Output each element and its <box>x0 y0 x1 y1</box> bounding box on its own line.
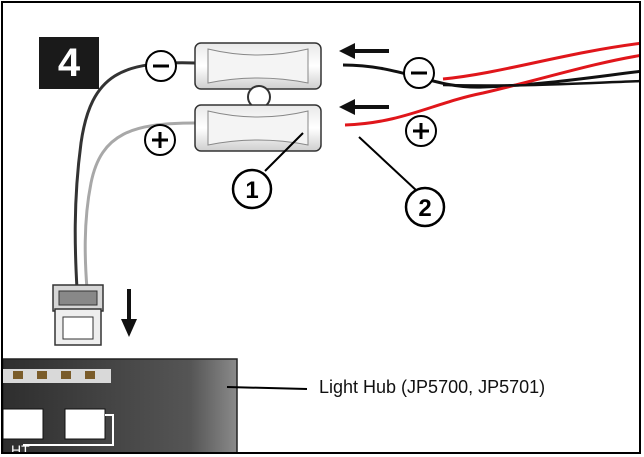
wire-connector-top <box>194 42 322 90</box>
light-hub-device: HT <box>3 358 238 454</box>
light-hub-label: Light Hub (JP5700, JP5701) <box>319 377 546 397</box>
callout-leader-1 <box>264 132 304 172</box>
step-number-badge: 4 <box>39 37 99 89</box>
minus-symbol-lead <box>145 50 177 82</box>
callout-2-number: 2 <box>418 195 431 222</box>
insert-arrow-bottom <box>339 99 389 115</box>
callout-1: 1 <box>231 168 273 210</box>
down-arrow <box>121 289 137 337</box>
black-lead-wire <box>73 61 196 290</box>
callout-leader-2 <box>358 136 418 192</box>
minus-symbol-fixture <box>403 57 435 89</box>
black-fixture-wire-b <box>442 79 639 87</box>
hub-leader-line <box>226 386 308 390</box>
red-fixture-wire-b <box>442 42 639 81</box>
wire-connector-bottom <box>194 104 322 152</box>
plug-connector <box>52 284 104 346</box>
red-fixture-wire-a <box>344 54 639 127</box>
callout-1-number: 1 <box>245 177 258 204</box>
hub-label-partial: HT <box>11 442 30 454</box>
gray-lead-wire <box>83 121 196 290</box>
wiring-diagram: 1 2 HT <box>3 42 639 454</box>
insert-arrow-top <box>339 43 389 59</box>
plus-symbol-lead <box>144 124 176 156</box>
black-fixture-wire <box>342 63 639 89</box>
callout-2: 2 <box>404 186 446 228</box>
plus-symbol-fixture <box>405 115 437 147</box>
